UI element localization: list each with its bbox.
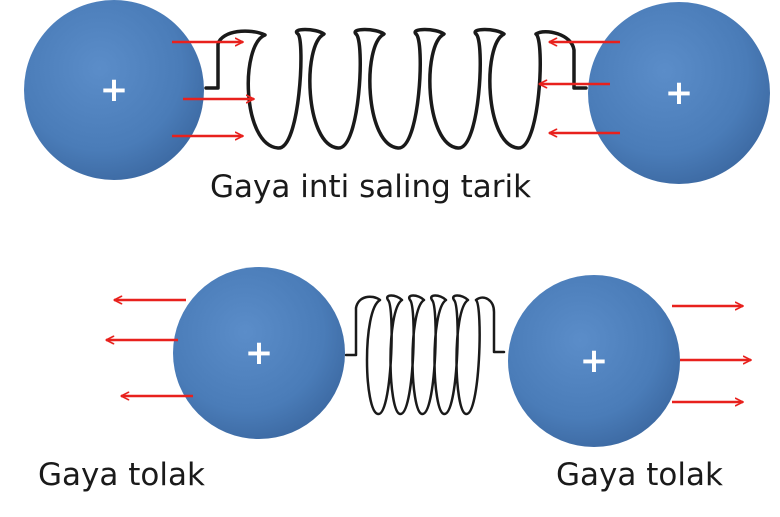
plus-sign-icon: + xyxy=(665,73,694,113)
plus-sign-icon: + xyxy=(245,333,274,373)
repulsion-group: + + xyxy=(106,267,751,447)
particle-right-bottom xyxy=(508,275,680,447)
particle-right-top xyxy=(588,2,770,184)
repulsion-label-right: Gaya tolak xyxy=(556,457,723,493)
attraction-group: + + xyxy=(24,0,770,184)
particle-left-top xyxy=(24,0,204,180)
spring-compressed-icon xyxy=(344,294,506,416)
repulsion-label-left: Gaya tolak xyxy=(38,457,205,493)
spring-stretched-icon xyxy=(204,27,588,150)
attraction-label: Gaya inti saling tarik xyxy=(210,169,532,205)
plus-sign-icon: + xyxy=(580,341,609,381)
plus-sign-icon: + xyxy=(100,70,129,110)
particle-left-bottom xyxy=(173,267,345,439)
